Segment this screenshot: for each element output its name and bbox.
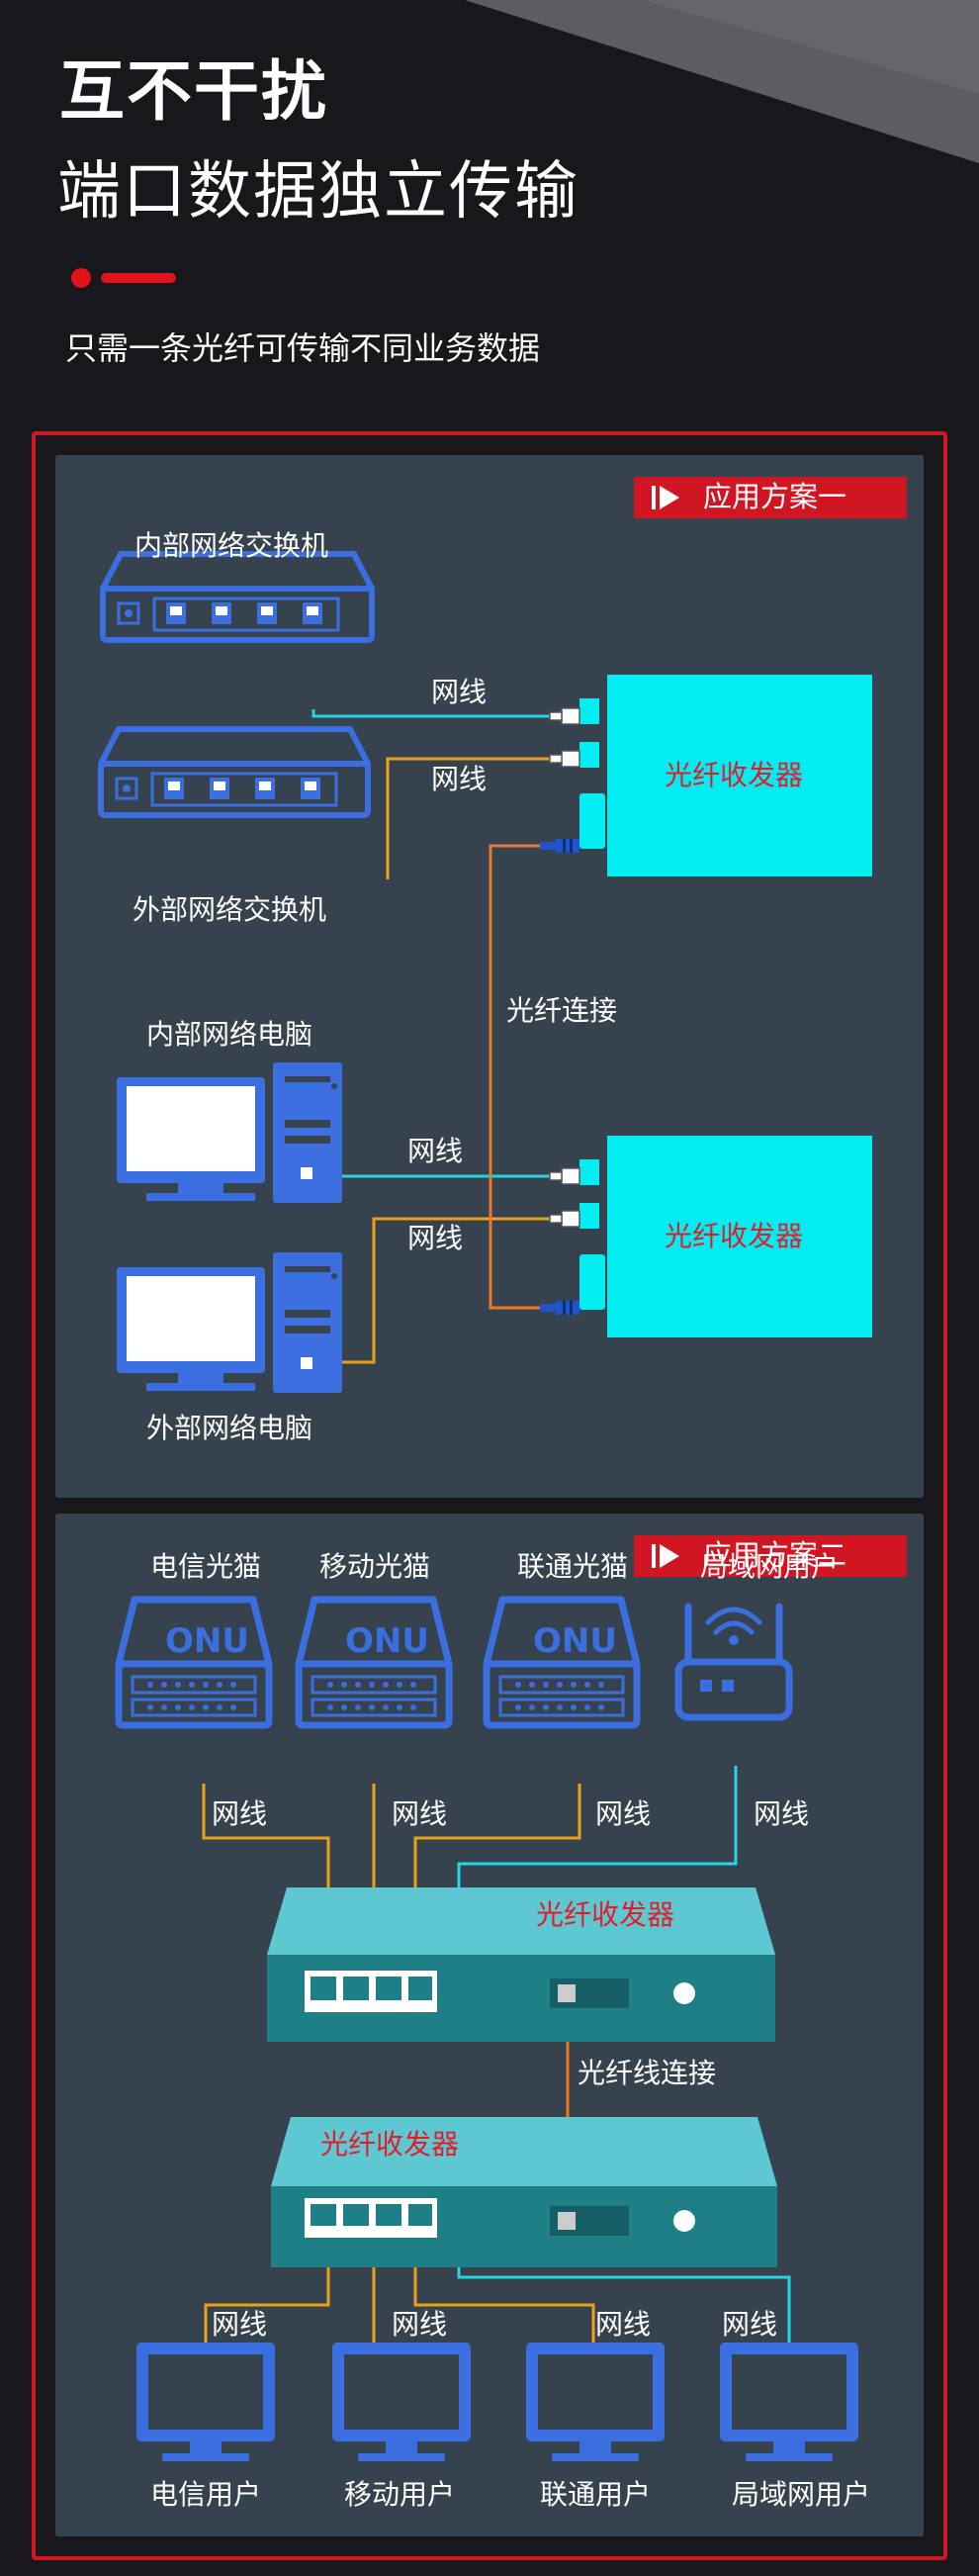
transceiver-bottom-label: 光纤收发器 <box>665 1220 804 1252</box>
accent-dot <box>71 268 91 288</box>
wifi-router-icon <box>674 1603 793 1721</box>
play-icon <box>660 1544 679 1568</box>
lan-user-top-label: 局域网用户 <box>700 1550 840 1583</box>
transceiver-box-bottom-icon <box>271 2117 777 2267</box>
cable-top-label-2: 网线 <box>392 1797 448 1830</box>
cable-bottom-label-2: 网线 <box>392 2308 448 2341</box>
cable-external-switch <box>386 757 574 879</box>
onu-telecom-icon <box>115 1596 273 1729</box>
rj45-plug-1 <box>549 707 580 725</box>
page-description: 只需一条光纤可传输不同业务数据 <box>65 329 541 367</box>
onu-label-2: ONU <box>345 1621 429 1661</box>
cable-label-1: 网线 <box>431 676 488 708</box>
cable-internal-switch <box>312 709 574 718</box>
unicom-user-monitor-icon <box>526 2343 665 2461</box>
internal-pc-label: 内部网络电脑 <box>146 1018 313 1051</box>
cable-top-label-4: 网线 <box>754 1797 810 1830</box>
onu-label-1: ONU <box>165 1621 249 1661</box>
onu-mobile-icon <box>295 1596 453 1729</box>
fiber-link-label: 光纤连接 <box>506 994 618 1027</box>
cable-label-2: 网线 <box>431 763 488 795</box>
transceiver-top-label: 光纤收发器 <box>665 759 804 791</box>
rj45-plug-2 <box>549 750 580 768</box>
accent-bar <box>101 273 176 283</box>
cable-bottom-label-3: 网线 <box>595 2308 652 2341</box>
onu-unicom-icon <box>483 1596 641 1729</box>
external-pc-icon <box>117 1252 342 1393</box>
transceiver-box-top-icon <box>267 1887 775 2042</box>
scheme2-panel: 应用方案二 电信光猫 移动光猫 联通光猫 局域网用户 ONU ONU ONU 网… <box>55 1514 924 2536</box>
cable-label-3: 网线 <box>407 1135 464 1167</box>
internal-switch-label: 内部网络交换机 <box>134 529 329 562</box>
rj45-plug-4 <box>549 1210 580 1228</box>
header-corner-decoration <box>465 0 979 163</box>
internal-pc-icon <box>117 1062 342 1203</box>
cable-top-label-1: 网线 <box>212 1797 268 1830</box>
rj45-plug-3 <box>549 1167 580 1185</box>
content-frame <box>32 431 947 2560</box>
telecom-user-monitor-icon <box>136 2343 275 2461</box>
lan-user-monitor-icon <box>720 2343 858 2461</box>
lan-user-bottom-label: 局域网用户 <box>732 2478 871 2511</box>
unicom-modem-label: 联通光猫 <box>517 1550 629 1583</box>
fiber-link-line <box>489 844 540 1310</box>
page-subtitle: 端口数据独立传输 <box>57 155 579 229</box>
cable-external-pc <box>342 1217 574 1364</box>
mobile-user-monitor-icon <box>332 2343 471 2461</box>
external-pc-label: 外部网络电脑 <box>146 1412 313 1444</box>
mobile-user-label: 移动用户 <box>344 2478 456 2511</box>
play-icon <box>660 486 679 509</box>
internal-switch-icon <box>100 551 375 643</box>
onu-label-3: ONU <box>533 1621 617 1661</box>
scheme1-diagram <box>98 551 872 1393</box>
external-switch-label: 外部网络交换机 <box>133 893 327 926</box>
scheme1-panel: 应用方案一 内部网络交换机 外部网络交换机 内部网络电脑 外部网络电脑 网线 网… <box>55 455 924 1498</box>
badge-bar-icon <box>652 486 656 509</box>
fiber-plug-1 <box>540 839 579 853</box>
cable-bottom-label-4: 网线 <box>722 2308 778 2341</box>
cable-top-label-3: 网线 <box>595 1797 652 1830</box>
cable-bottom-label-1: 网线 <box>212 2308 268 2341</box>
telecom-modem-label: 电信光猫 <box>150 1550 262 1583</box>
cable-label-4: 网线 <box>407 1222 464 1254</box>
telecom-user-label: 电信用户 <box>150 2478 262 2511</box>
scheme2-badge: 应用方案二 <box>634 1535 907 1577</box>
badge-bar-icon <box>652 1544 656 1568</box>
transceiver-bottom-icon <box>540 1136 872 1337</box>
page-title: 互不干扰 <box>59 53 328 130</box>
scheme2-badge-label: 应用方案二 <box>703 1538 847 1572</box>
scheme1-badge-label: 应用方案一 <box>703 480 847 513</box>
unicom-user-label: 联通用户 <box>540 2478 652 2511</box>
transceiver-bottom-label-2: 光纤收发器 <box>320 2128 460 2161</box>
transceiver-top-label-2: 光纤收发器 <box>536 1898 675 1931</box>
mobile-modem-label: 移动光猫 <box>319 1550 431 1583</box>
external-switch-icon <box>98 726 371 818</box>
scheme2-diagram <box>115 1596 858 2461</box>
fiber-plug-2 <box>540 1301 579 1315</box>
scheme1-badge: 应用方案一 <box>634 477 907 518</box>
transceiver-top-icon <box>540 675 872 876</box>
fiber-link-label-2: 光纤线连接 <box>578 2057 717 2089</box>
